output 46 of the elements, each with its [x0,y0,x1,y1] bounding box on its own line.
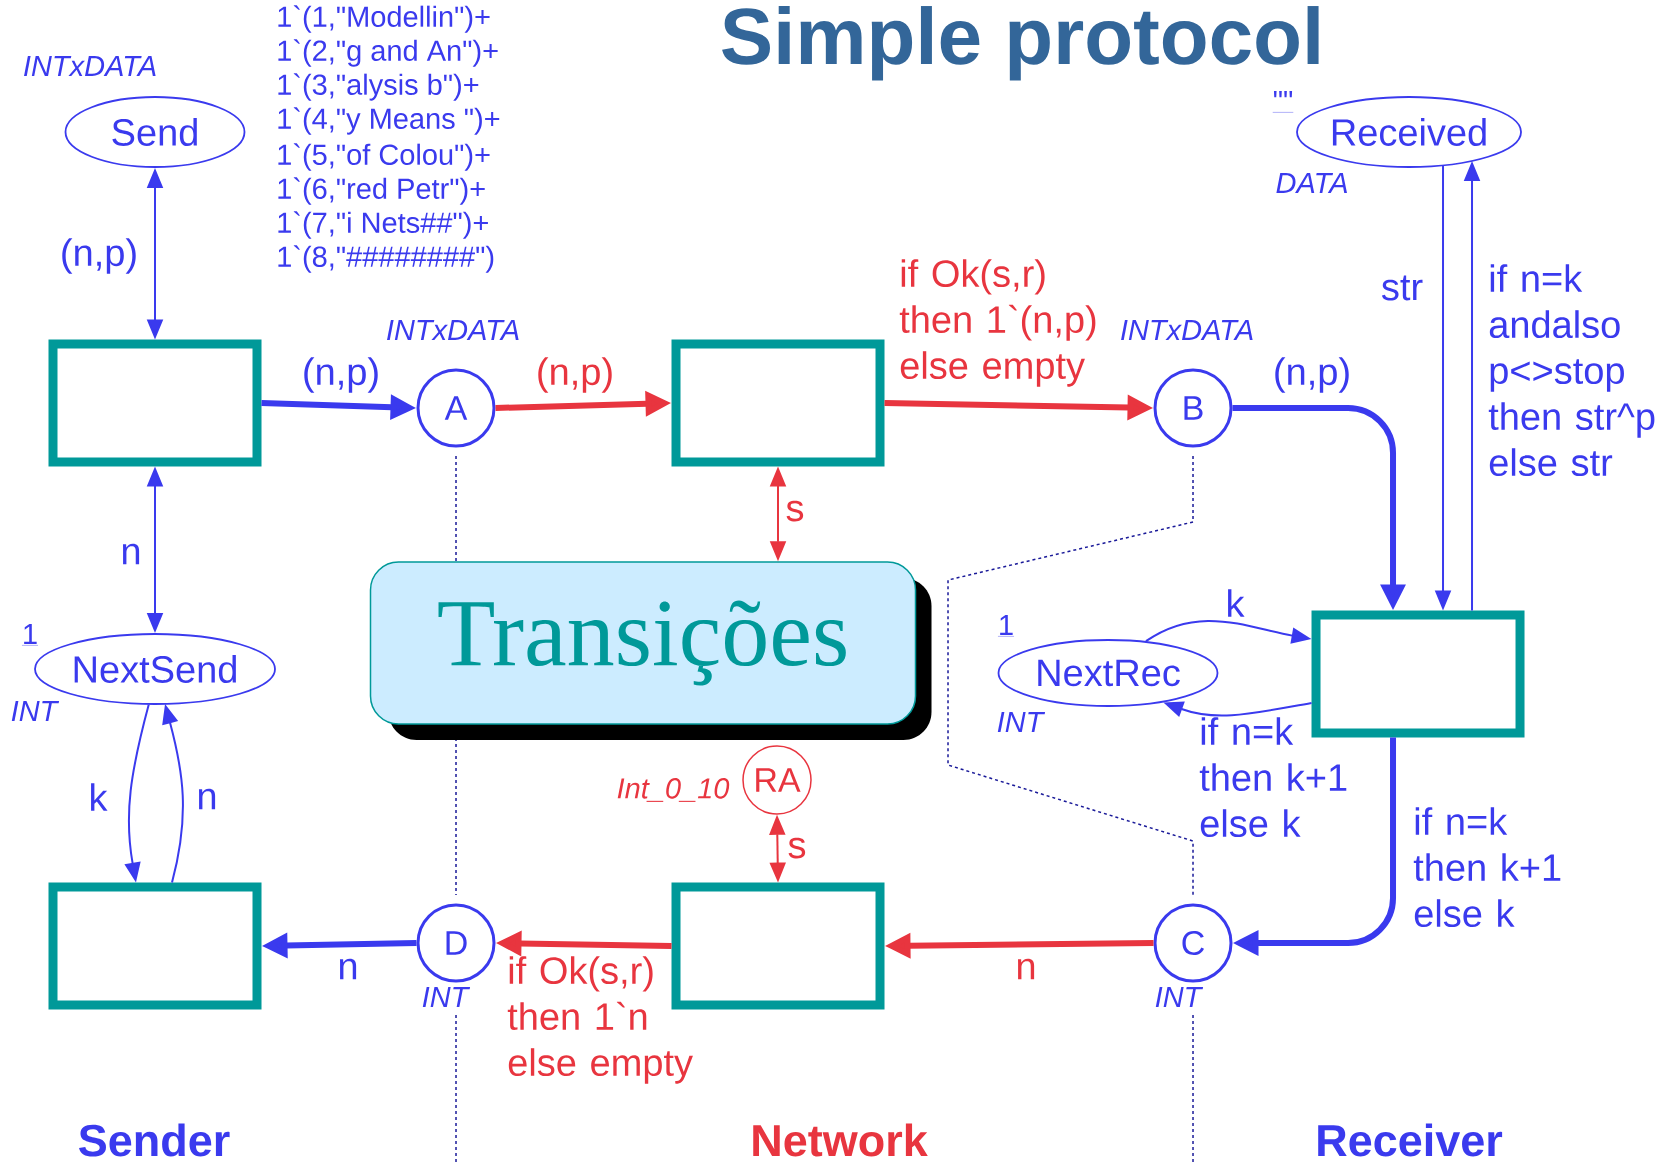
initial-marking: 1`(6,"red Petr")+ [278,177,485,205]
initial-marking: 1`(2,"g and An")+ [278,39,498,67]
arc-inscription: if n=k then k+1 else k [1199,717,1347,838]
type-label: INTxDATA [24,56,156,76]
initial-marking: "" [1272,91,1294,113]
type-label: Int_0_10 [617,778,730,802]
transition-box [1311,610,1525,738]
arc-inscription: if n=k andalso p<>stop then str^p else str [1488,264,1655,477]
initial-marking: 1`(3,"alysis b")+ [278,73,479,101]
type-label: INT [422,987,471,1007]
arc-inscription: s [786,500,804,522]
section-label: Network [753,1123,928,1157]
title: Simple protocol [722,6,1319,81]
arc-inscription: (n,p) [62,238,136,274]
initial-marking: 1`(8,"########") [278,245,494,273]
arc-inscription: if Ok(s,r) then 1`n else empty [507,956,693,1084]
arc-inscription: (n,p) [304,357,378,393]
arc-inscription: n [122,543,140,565]
arc-inscription: if n=k then k+1 else k [1413,807,1561,928]
section-label: Receiver [1318,1123,1503,1157]
arc-inscription: n [339,958,357,980]
initial-marking: 1`(1,"Modellin")+ [278,5,490,33]
arc-inscription: if Ok(s,r) then 1`(n,p) else empty [899,259,1096,387]
type-label: INTxDATA [387,320,519,340]
section-label: Sender [79,1123,230,1157]
callout-box: Transições [369,561,932,740]
arc-inscription: n [198,788,216,810]
transition-box [671,339,885,467]
arc-inscription: k [1228,589,1245,617]
type-label: INTxDATA [1121,320,1253,340]
type-label: INT [1155,987,1204,1007]
transition-box [48,882,262,1010]
initial-marking: 1`(4,"y Means ")+ [278,107,500,135]
arc-inscription: s [788,837,806,859]
arc-inscription: (n,p) [538,357,612,393]
arc-inscription: n [1017,958,1035,980]
arc-inscription: k [91,783,108,811]
type-label: DATA [1276,173,1347,193]
arc-inscription: (n,p) [1275,357,1349,393]
transition-box [671,882,885,1010]
arc-inscription: str [1381,275,1423,301]
initial-marking: 1`(7,"i Nets##")+ [278,211,488,239]
initial-marking: 1 [997,615,1015,637]
type-label: INT [997,712,1046,732]
transition-box [48,339,262,467]
initial-marking: 1`(5,"of Colou")+ [278,143,490,171]
